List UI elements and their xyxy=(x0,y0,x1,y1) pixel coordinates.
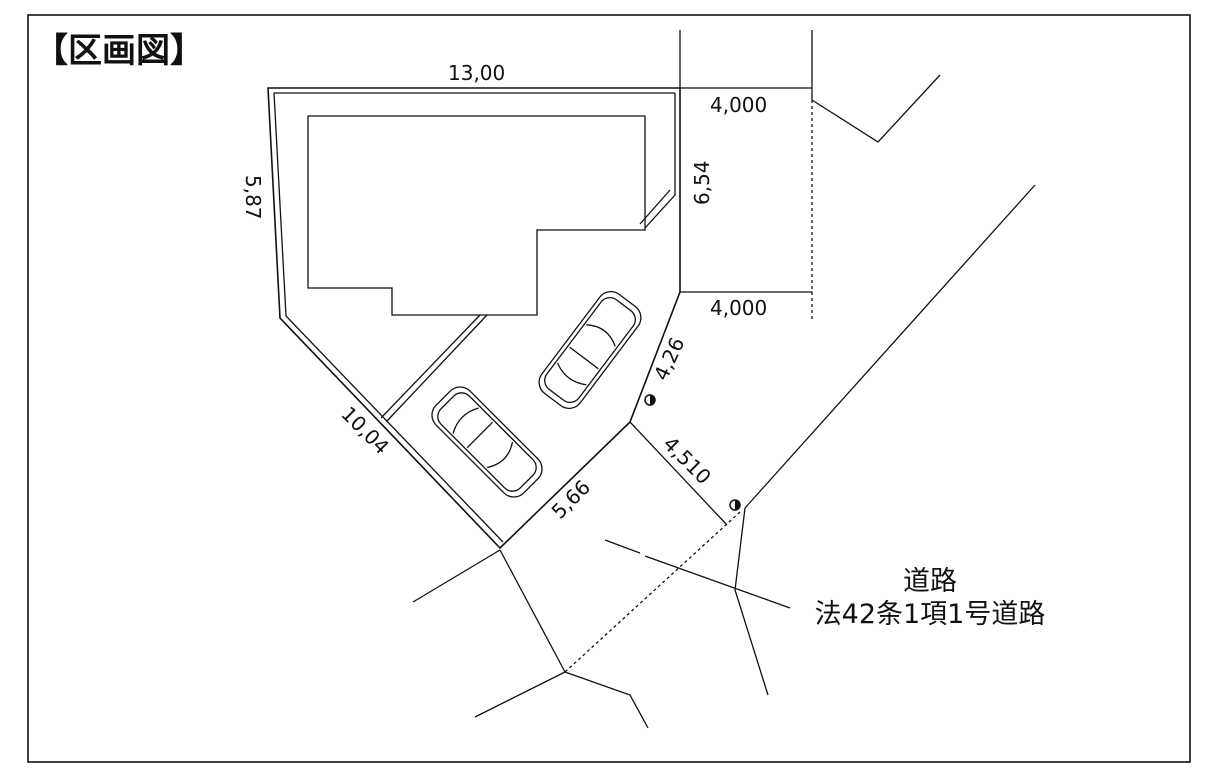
dimension-lines xyxy=(564,30,1036,673)
diagram-title: 【区画図】 xyxy=(34,31,204,71)
car-icon xyxy=(538,290,642,410)
frame-border xyxy=(27,14,1191,763)
house-footprint xyxy=(307,115,646,316)
dim-right: 6,54 xyxy=(690,160,714,205)
lot-boundary xyxy=(267,87,681,550)
boundary-markers xyxy=(644,394,741,511)
dim-diag-upper: 4,26 xyxy=(649,334,690,385)
dim-road-width: 4,510 xyxy=(658,432,715,489)
dim-front: 5,66 xyxy=(547,475,595,523)
road-type-label: 法42条1項1号道路 xyxy=(815,599,1046,630)
dim-left: 5,87 xyxy=(241,175,265,220)
dim-road-top: 4,000 xyxy=(710,93,767,117)
road-lines xyxy=(412,507,791,729)
dim-diag-left: 10,04 xyxy=(336,402,393,459)
car-icon xyxy=(431,386,543,498)
dim-road-bottom: 4,000 xyxy=(710,296,767,320)
dim-top: 13,00 xyxy=(448,61,505,85)
fence xyxy=(380,314,488,422)
road-label: 道路 xyxy=(903,566,957,597)
